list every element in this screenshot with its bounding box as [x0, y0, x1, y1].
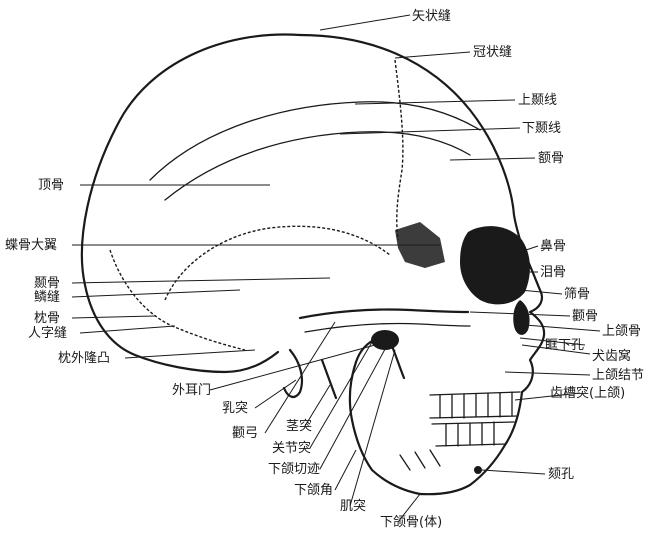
styloid-shape	[322, 360, 336, 398]
label-alveolar-process: 齿槽突(上颌)	[550, 385, 625, 401]
upper-teeth	[430, 392, 520, 418]
label-temporal-bone: 颞骨	[34, 276, 60, 291]
label-styloid-process: 茎突	[286, 418, 312, 434]
cranium-outline	[82, 35, 300, 372]
label-mandible-body: 下颌骨(体)	[380, 515, 442, 530]
label-canine-fossa: 犬齿窝	[592, 348, 631, 364]
label-occipital-bone: 枕骨	[34, 311, 60, 326]
label-zygomatic-bone: 颧骨	[572, 309, 598, 324]
label-external-occipital-protuberance: 枕外隆凸	[58, 351, 110, 366]
chin-detail	[400, 450, 440, 470]
orbit	[460, 226, 530, 304]
label-greater-wing-sphenoid: 蝶骨大翼	[5, 238, 57, 253]
mental-foramen-dot	[474, 466, 482, 474]
forehead-outline	[300, 35, 522, 248]
label-mandibular-angle: 下颌角	[294, 483, 333, 498]
label-mental-foramen: 颏孔	[548, 467, 574, 482]
label-condylar-process: 关节突	[272, 440, 311, 456]
label-frontal-bone: 额骨	[538, 151, 564, 166]
mandible-border	[350, 362, 420, 494]
label-zygomatic-arch: 颧弓	[232, 426, 258, 441]
superior-temporal-line-path	[150, 102, 480, 180]
label-ethmoid-bone: 筛骨	[564, 287, 590, 302]
skull-illustration	[82, 35, 544, 495]
label-inferior-temporal-line: 下颞线	[522, 121, 561, 136]
label-coronoid-process: 肌突	[340, 498, 366, 514]
label-sagittal-suture: 矢状缝	[412, 9, 451, 24]
label-external-acoustic-meatus: 外耳门	[172, 383, 211, 398]
mastoid-shape	[284, 350, 302, 397]
label-infraorbital-foramen: 眶下孔	[545, 338, 584, 353]
label-squamous-suture: 鳞缝	[34, 290, 60, 305]
label-maxilla: 上颌骨	[602, 324, 641, 339]
zygomatic-arch-shape	[300, 309, 468, 318]
squamous-suture-line	[165, 226, 390, 300]
nasal-aperture	[513, 300, 529, 335]
label-coronal-suture: 冠状缝	[473, 45, 512, 60]
labels: 矢状缝 冠状缝 上颞线 下颞线 额骨 顶骨 蝶骨大翼 颞骨 鳞缝 枕骨 人字缝 …	[5, 9, 644, 530]
label-lacrimal-bone: 泪骨	[540, 265, 566, 280]
inferior-temporal-line-path	[165, 132, 470, 200]
label-mandibular-notch: 下颌切迹	[268, 462, 320, 477]
label-mastoid-process: 乳突	[222, 400, 248, 416]
external-acoustic-meatus-shape	[371, 330, 399, 350]
coronal-suture-line	[395, 60, 403, 240]
label-maxillary-tuberosity: 上颌结节	[592, 368, 644, 383]
label-superior-temporal-line: 上颞线	[518, 93, 557, 108]
lambdoid-suture-line	[110, 250, 245, 350]
label-lambdoid-suture: 人字缝	[28, 326, 67, 341]
label-nasal-bone: 鼻骨	[540, 238, 566, 254]
lower-teeth	[432, 422, 514, 446]
label-parietal-bone: 顶骨	[38, 178, 64, 193]
